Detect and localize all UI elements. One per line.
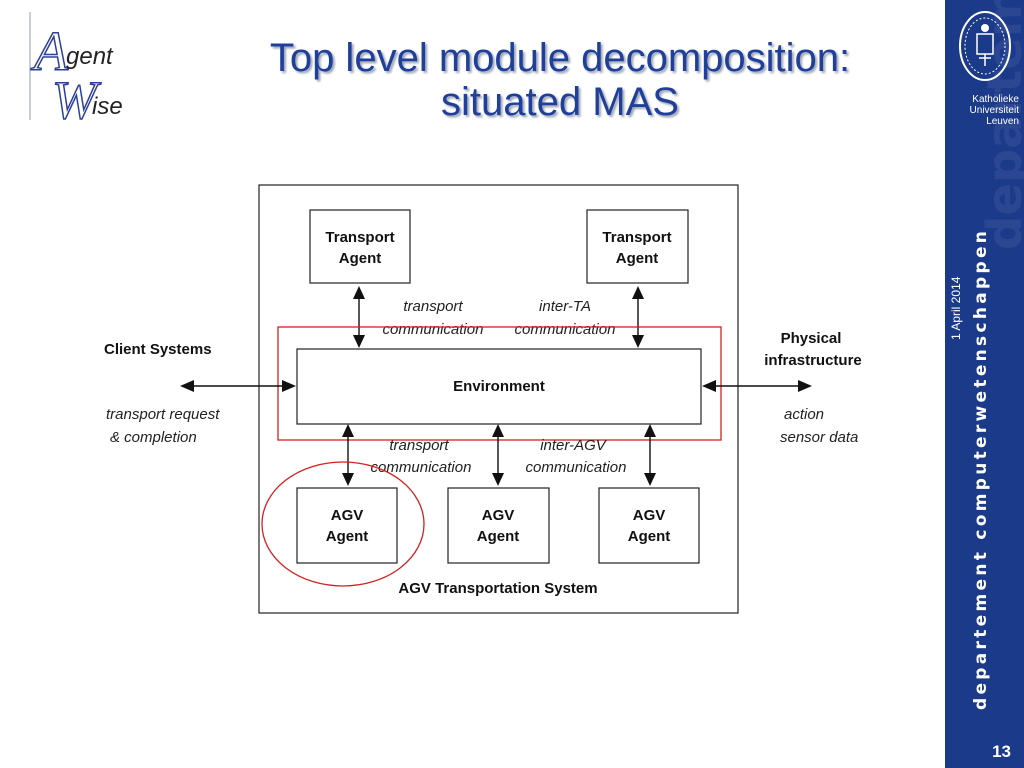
environment-label: Environment: [453, 378, 545, 395]
arrowhead: [353, 286, 365, 299]
transport-agent-1-line-2: Agent: [339, 250, 382, 267]
logo-text-top: gent: [66, 43, 114, 70]
university-line-1: Katholieke: [972, 94, 1019, 105]
agv-agent-box-3: [598, 487, 700, 564]
arrowhead: [492, 424, 504, 437]
logo-letter-a: A: [30, 21, 69, 83]
slide-date: 1 April 2014: [949, 276, 963, 340]
agv-agent-2-line-2: Agent: [477, 528, 520, 545]
transport-agent-2-line-2: Agent: [616, 250, 659, 267]
arrowhead: [492, 473, 504, 486]
arrowhead: [798, 380, 812, 392]
client-systems-label: Client Systems: [104, 341, 212, 358]
arrowhead: [644, 424, 656, 437]
arrowhead: [353, 335, 365, 348]
agv-agent-box-2: [447, 487, 550, 564]
title-line-2: situated MAS: [441, 80, 679, 124]
arrowhead: [644, 473, 656, 486]
page-number: 13: [992, 742, 1011, 761]
slide-title: Top level module decomposition: situated…: [190, 36, 930, 124]
transport-agent-box-1: [309, 209, 411, 284]
university-line-2: Universiteit: [969, 105, 1019, 116]
arrowhead: [632, 286, 644, 299]
university-sidebar: departement computerwetenschappen Kathol…: [945, 0, 1024, 768]
agv-agent-1-line-1: AGV: [331, 507, 364, 524]
physical-label-2: infrastructure: [764, 352, 862, 369]
client-label-2: & completion: [110, 429, 197, 446]
university-line-3: Leuven: [986, 116, 1019, 127]
lower-left-label-1: transport: [389, 437, 449, 454]
transport-agent-box-2: [586, 209, 689, 284]
arrowhead: [702, 380, 716, 392]
physical-io-label-1: action: [784, 406, 824, 423]
department-name: departement computerwetenschappen: [971, 227, 991, 710]
logo-text-bottom: ise: [92, 93, 123, 120]
logo-letter-w: W: [52, 70, 102, 124]
upper-right-label-1: inter-TA: [539, 298, 591, 315]
lower-left-label-2: communication: [371, 459, 472, 476]
physical-label-1: Physical: [781, 330, 842, 347]
university-name: Katholieke Universiteit Leuven: [947, 94, 1019, 127]
upper-right-label-2: communication: [515, 321, 616, 338]
university-seal-icon: [957, 8, 1013, 84]
arrowhead: [282, 380, 296, 392]
upper-left-label-1: transport: [403, 298, 463, 315]
lower-right-label-1: inter-AGV: [540, 437, 608, 454]
physical-io-label-2: sensor data: [780, 429, 858, 446]
agentwise-logo: A gent W ise: [28, 12, 138, 131]
agv-agent-box-1: [296, 487, 398, 564]
arrowhead: [342, 424, 354, 437]
arrowhead: [180, 380, 194, 392]
agv-agent-1-line-2: Agent: [326, 528, 369, 545]
transport-agent-1-line-1: Transport: [325, 229, 394, 246]
architecture-diagram: Transport Agent Transport Agent transpor…: [104, 184, 862, 614]
environment-highlight: [277, 326, 722, 441]
arrowhead: [632, 335, 644, 348]
agv-agent-2-line-1: AGV: [482, 507, 515, 524]
transport-agent-2-line-1: Transport: [602, 229, 671, 246]
client-label-1: transport request: [106, 406, 220, 423]
agv-agent-3-line-1: AGV: [633, 507, 666, 524]
title-line-1: Top level module decomposition:: [269, 36, 851, 80]
system-label: AGV Transportation System: [398, 580, 597, 597]
lower-right-label-2: communication: [526, 459, 627, 476]
upper-left-label-2: communication: [383, 321, 484, 338]
arrowhead: [342, 473, 354, 486]
agv-agent-3-line-2: Agent: [628, 528, 671, 545]
environment-box: [296, 348, 702, 425]
agv-agent-highlight: [261, 461, 425, 587]
